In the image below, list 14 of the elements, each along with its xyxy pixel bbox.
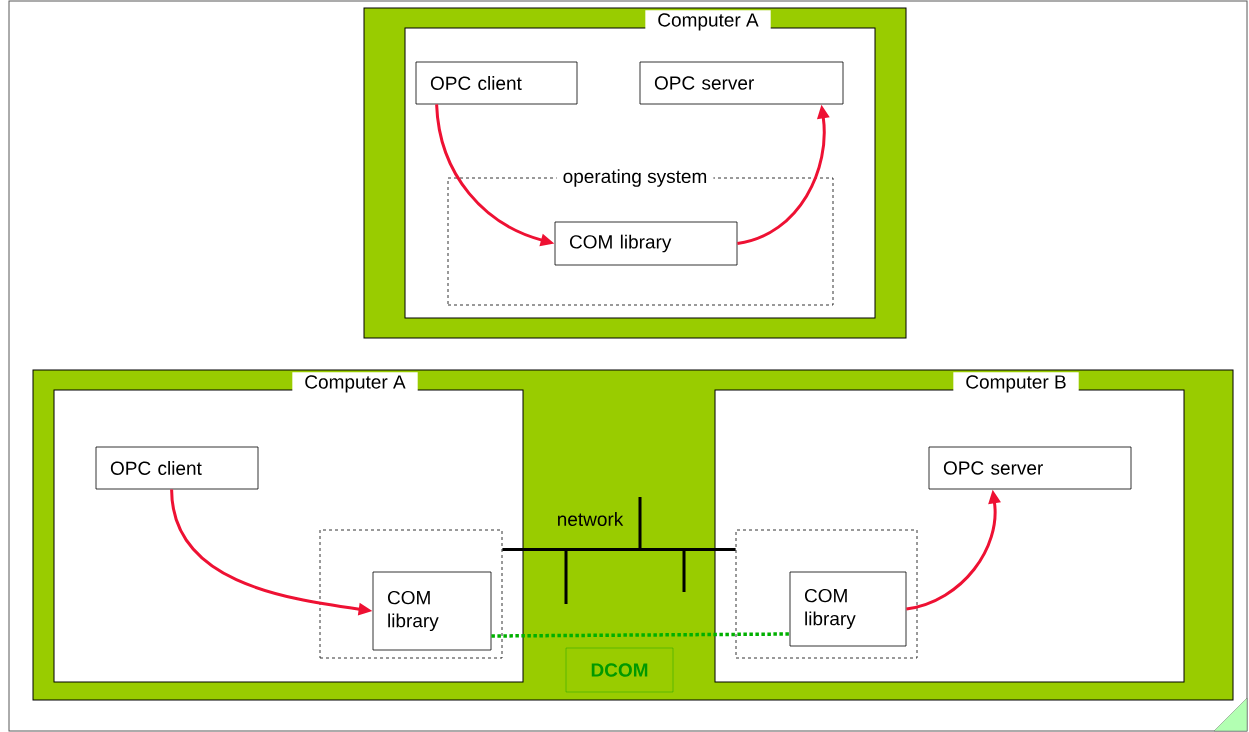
- component-box: COM library: [372, 571, 492, 651]
- node-label: Computer A: [658, 13, 759, 31]
- component-box: OPC client: [415, 61, 578, 105]
- protocol-box: DCOM: [565, 647, 674, 693]
- node-label: Computer A: [305, 375, 406, 393]
- component-box: COM library: [554, 221, 738, 266]
- node-label: Computer B: [966, 375, 1066, 393]
- component-box: COM library: [789, 571, 907, 647]
- component-box: OPC server: [928, 446, 1132, 490]
- component-box: OPC client: [95, 446, 259, 490]
- connector-line: [491, 632, 790, 638]
- edge-label: network: [558, 512, 624, 526]
- component-box: OPC server: [639, 61, 844, 105]
- network-line: [502, 548, 736, 552]
